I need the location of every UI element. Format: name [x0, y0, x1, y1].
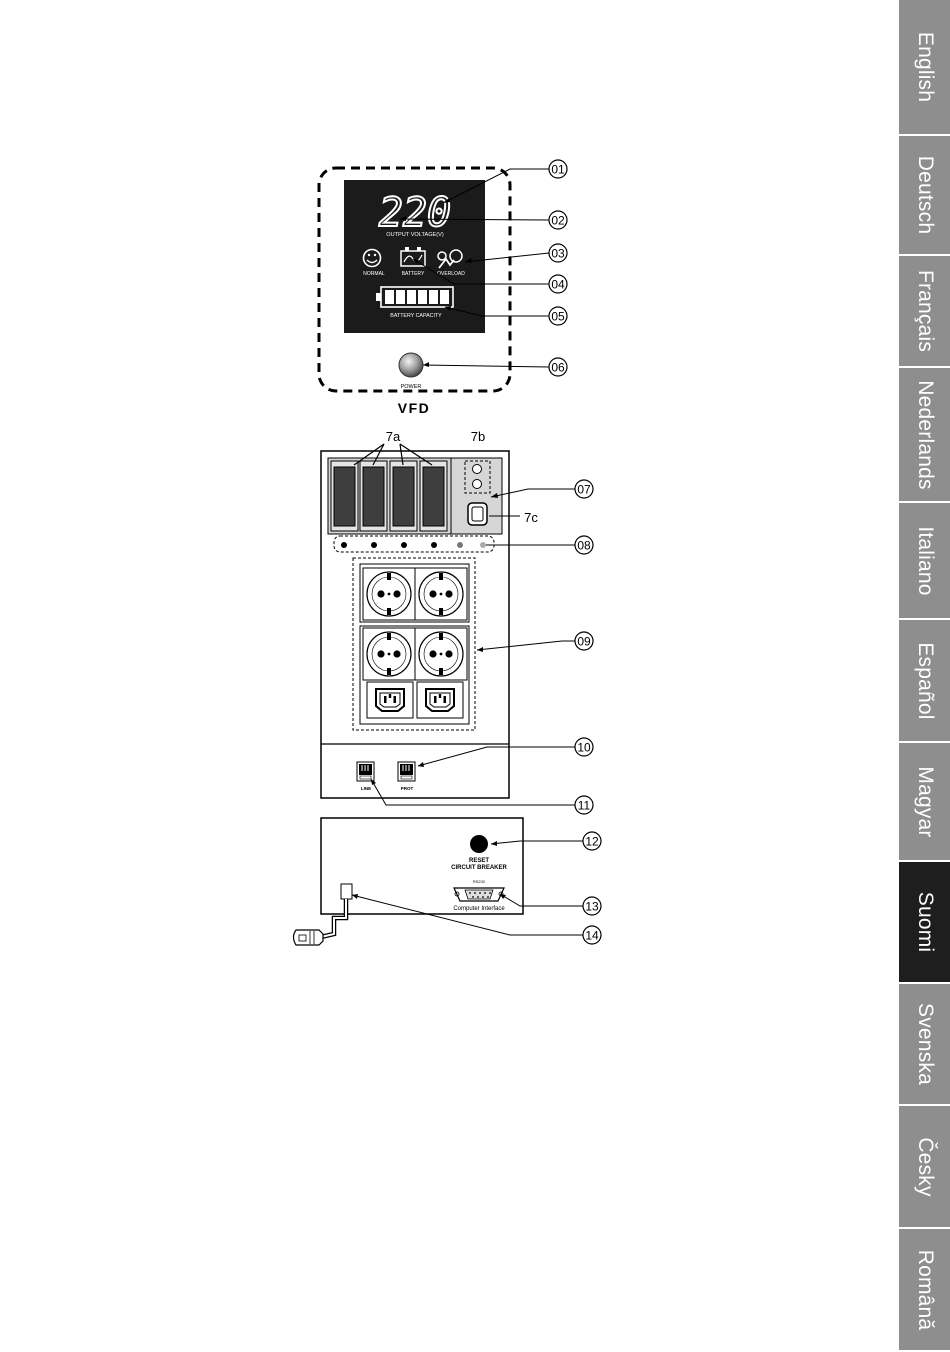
callout-label: 10: [577, 741, 591, 755]
language-tab-label: English: [913, 32, 937, 102]
panel-label: VFD: [398, 400, 431, 416]
line-port-icon: [357, 762, 374, 781]
callout-label: 03: [551, 247, 565, 261]
callout-label: 11: [578, 799, 591, 813]
callout-02: 02: [549, 211, 567, 229]
front-panel: 220 OUTPUT VOLTAGE(V) NORMAL BATTERY OVE…: [319, 168, 510, 416]
language-tab-label: Italiano: [913, 526, 937, 595]
interface-label: Computer Interface: [453, 906, 505, 912]
indicator-led-bottom: [473, 480, 482, 489]
language-tab-nederlands[interactable]: Nederlands: [899, 368, 950, 503]
rear-panel: 7a 7b 7c: [321, 429, 538, 798]
language-tab-label: Česky: [913, 1137, 937, 1196]
schuko-outlet-1: [363, 568, 415, 620]
capacity-label: BATTERY CAPACITY: [390, 313, 442, 319]
prot-port-icon: [398, 762, 415, 781]
callout-label: 07: [577, 483, 591, 497]
normal-label: NORMAL: [363, 271, 385, 277]
cord-inlet: [341, 884, 352, 899]
callout-11: 11: [575, 796, 593, 814]
breaker-label: CIRCUIT BREAKER: [451, 865, 507, 871]
callout-label: 08: [577, 539, 591, 553]
language-tab-italiano[interactable]: Italiano: [899, 503, 950, 620]
language-tab-label: Svenska: [913, 1003, 937, 1085]
label-7b: 7b: [471, 429, 485, 444]
language-tab-français[interactable]: Français: [899, 256, 950, 368]
reset-button[interactable]: [470, 835, 488, 853]
callout-12: 12: [583, 832, 601, 850]
callout-03: 03: [549, 244, 567, 262]
callout-04: 04: [549, 275, 567, 293]
power-plug-icon: [294, 930, 324, 945]
language-tab-română[interactable]: Română: [899, 1229, 950, 1352]
callout-07: 07: [575, 480, 593, 498]
callout-label: 04: [551, 278, 565, 292]
language-tab-label: Español: [913, 642, 937, 719]
language-tab-magyar[interactable]: Magyar: [899, 743, 950, 862]
language-tab-deutsch[interactable]: Deutsch: [899, 136, 950, 256]
language-tab-español[interactable]: Español: [899, 620, 950, 743]
indicator-led-top: [473, 465, 482, 474]
language-tab-suomi[interactable]: Suomi: [899, 862, 950, 984]
callout-label: 05: [551, 310, 565, 324]
battery-capacity-bar: [376, 287, 453, 307]
schuko-outlet-3: [363, 628, 415, 680]
ups-diagram: 220 OUTPUT VOLTAGE(V) NORMAL BATTERY OVE…: [0, 0, 900, 1352]
callout-01: 01: [549, 160, 567, 178]
schuko-outlet-4: [415, 628, 467, 680]
callout-label: 02: [551, 214, 565, 228]
line-port-label: LINE: [361, 786, 371, 791]
language-tab-label: Suomi: [913, 892, 937, 953]
label-7a: 7a: [386, 429, 401, 444]
power-label: POWER: [401, 384, 422, 390]
language-tab-svenska[interactable]: Svenska: [899, 984, 950, 1106]
language-tab-label: Deutsch: [913, 156, 937, 234]
callout-label: 12: [585, 835, 599, 849]
rs232-port-icon: [454, 888, 504, 901]
language-tab-label: Română: [913, 1249, 937, 1330]
callout-label: 06: [551, 361, 565, 375]
language-tab-label: Nederlands: [913, 380, 937, 489]
callout-05: 05: [549, 307, 567, 325]
callout-label: 13: [585, 900, 599, 914]
callouts: 01 02 03 04 05 06 07 08 09 10 11 12 13 14: [549, 160, 601, 944]
callout-label: 09: [577, 635, 591, 649]
schuko-outlet-2: [415, 568, 467, 620]
callout-13: 13: [583, 897, 601, 915]
language-tab-česky[interactable]: Česky: [899, 1106, 950, 1229]
rs232-label: RS232: [473, 879, 486, 884]
power-button[interactable]: [399, 353, 423, 377]
voltage-readout: 220: [379, 190, 451, 236]
label-7c: 7c: [524, 510, 538, 525]
prot-port-label: PROT: [401, 786, 414, 791]
callout-06: 06: [549, 358, 567, 376]
iec-outlet-1: [367, 682, 413, 718]
language-tab-label: Français: [913, 270, 937, 352]
callout-08: 08: [575, 536, 593, 554]
reset-label: RESET: [469, 858, 489, 864]
callout-10: 10: [575, 738, 593, 756]
language-tab-label: Magyar: [913, 766, 937, 837]
language-tab-english[interactable]: English: [899, 0, 950, 136]
callout-14: 14: [583, 926, 601, 944]
side-panel: RESET CIRCUIT BREAKER RS232 Computer Int…: [294, 818, 524, 945]
iec-outlet-2: [417, 682, 463, 718]
callout-09: 09: [575, 632, 593, 650]
battery-label: BATTERY: [402, 271, 425, 277]
callout-label: 14: [585, 929, 599, 943]
callout-label: 01: [551, 163, 565, 177]
voltage-label: OUTPUT VOLTAGE(V): [386, 232, 444, 238]
